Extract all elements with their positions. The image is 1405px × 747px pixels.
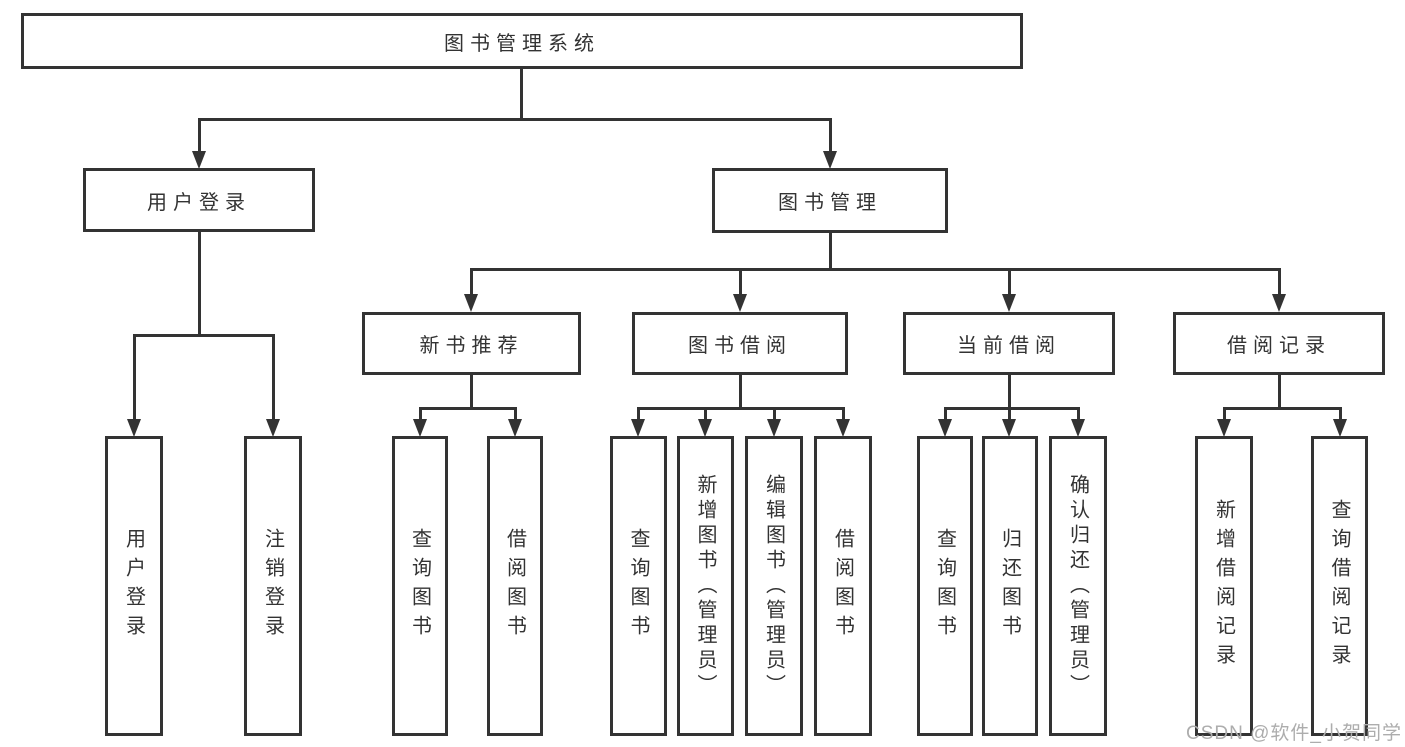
- arrow-down-icon: [508, 419, 522, 437]
- leaf-current-query-books: 查询图书: [917, 436, 973, 736]
- leaf-logout: 注销登录: [244, 436, 302, 736]
- node-book-borrow-label: 图书借阅: [688, 335, 792, 357]
- arrow-down-icon: [938, 419, 952, 437]
- arrow-down-icon: [698, 419, 712, 437]
- connector-book-mgmt-stem: [829, 233, 832, 271]
- connector-arm: [1223, 407, 1226, 421]
- leaf-logout-label: 注销登录: [261, 528, 284, 644]
- leaf-user-login-label: 用户登录: [122, 528, 145, 644]
- connector-currentborrow-stem: [1008, 375, 1011, 409]
- connector-records-stem: [1278, 375, 1281, 409]
- connector-arm: [842, 407, 845, 421]
- connector-level1-bar: [198, 118, 832, 121]
- connector-arm-borrow-records: [1278, 268, 1281, 296]
- node-library-system-label: 图书管理系统: [444, 32, 600, 55]
- arrow-down-icon: [631, 419, 645, 437]
- node-borrow-records: 借阅记录: [1173, 312, 1385, 375]
- arrow-down-icon: [192, 151, 206, 169]
- node-current-borrow-label: 当前借阅: [957, 335, 1061, 357]
- leaf-edit-books-admin-label: 编辑图书（管理员）: [762, 473, 785, 699]
- arrow-down-icon: [266, 419, 280, 437]
- leaf-borrow-query-books-label: 查询图书: [627, 528, 649, 644]
- leaf-query-borrow-record: 查询借阅记录: [1311, 436, 1368, 736]
- leaf-current-query-books-label: 查询图书: [933, 528, 956, 644]
- leaf-recommend-query-books: 查询图书: [392, 436, 448, 736]
- leaf-recommend-borrow-books: 借阅图书: [487, 436, 543, 736]
- leaf-borrow-books-label: 借阅图书: [831, 528, 854, 644]
- connector-arm-user-login: [198, 118, 201, 154]
- connector-user-login-stem: [198, 232, 201, 336]
- leaf-add-borrow-record-label: 新增借阅记录: [1212, 499, 1235, 673]
- leaf-borrow-books: 借阅图书: [814, 436, 872, 736]
- arrow-down-icon: [767, 419, 781, 437]
- leaf-edit-books-admin: 编辑图书（管理员）: [745, 436, 803, 736]
- leaf-return-books: 归还图书: [982, 436, 1038, 736]
- connector-arm: [1339, 407, 1342, 421]
- node-book-management: 图书管理: [712, 168, 948, 233]
- arrow-down-icon: [1272, 294, 1286, 312]
- leaf-confirm-return-admin-label: 确认归还（管理员）: [1066, 473, 1089, 699]
- leaf-user-login: 用户登录: [105, 436, 163, 736]
- connector-arm-new-book: [470, 268, 473, 296]
- node-book-borrow: 图书借阅: [632, 312, 848, 375]
- leaf-recommend-query-books-label: 查询图书: [408, 528, 431, 644]
- node-user-login-label: 用户登录: [147, 191, 251, 214]
- connector-currentborrow-bar: [944, 407, 1080, 410]
- connector-bookborrow-bar: [637, 407, 845, 410]
- connector-arm: [1008, 407, 1011, 421]
- node-library-system: 图书管理系统: [21, 13, 1023, 69]
- connector-arm-leaf-user-login: [133, 334, 136, 421]
- node-book-management-label: 图书管理: [778, 192, 882, 214]
- arrow-down-icon: [1333, 419, 1347, 437]
- arrow-down-icon: [413, 419, 427, 437]
- connector-level2-bar: [470, 268, 1281, 271]
- connector-arm: [419, 407, 422, 421]
- leaf-confirm-return-admin: 确认归还（管理员）: [1049, 436, 1107, 736]
- connector-newbook-bar: [419, 407, 517, 410]
- node-new-book-recommend: 新书推荐: [362, 312, 581, 375]
- arrow-down-icon: [733, 294, 747, 312]
- connector-arm-book-mgmt: [829, 118, 832, 154]
- leaf-recommend-borrow-books-label: 借阅图书: [503, 528, 526, 644]
- connector-arm-current-borrow: [1008, 268, 1011, 296]
- csdn-watermark: CSDN @软件_小贺同学: [1186, 723, 1402, 744]
- node-new-book-recommend-label: 新书推荐: [419, 335, 524, 357]
- arrow-down-icon: [836, 419, 850, 437]
- connector-arm: [704, 407, 707, 421]
- arrow-down-icon: [127, 419, 141, 437]
- arrow-down-icon: [1217, 419, 1231, 437]
- connector-arm: [944, 407, 947, 421]
- arrow-down-icon: [1002, 419, 1016, 437]
- leaf-add-books-admin-label: 新增图书（管理员）: [694, 473, 716, 699]
- connector-user-login-bar: [133, 334, 275, 337]
- arrow-down-icon: [1071, 419, 1085, 437]
- connector-arm: [1077, 407, 1080, 421]
- connector-bookborrow-stem: [739, 375, 742, 409]
- connector-arm: [637, 407, 640, 421]
- connector-arm: [773, 407, 776, 421]
- node-current-borrow: 当前借阅: [903, 312, 1115, 375]
- leaf-query-borrow-record-label: 查询借阅记录: [1328, 499, 1350, 673]
- leaf-add-books-admin: 新增图书（管理员）: [677, 436, 734, 736]
- node-borrow-records-label: 借阅记录: [1227, 335, 1331, 357]
- connector-arm-book-borrow: [739, 268, 742, 296]
- node-user-login: 用户登录: [83, 168, 315, 232]
- connector-root-stem: [520, 69, 523, 121]
- arrow-down-icon: [1002, 294, 1016, 312]
- connector-records-bar: [1223, 407, 1341, 410]
- arrow-down-icon: [464, 294, 478, 312]
- connector-arm-leaf-logout: [272, 334, 275, 421]
- connector-newbook-stem: [470, 375, 473, 409]
- leaf-add-borrow-record: 新增借阅记录: [1195, 436, 1253, 736]
- leaf-borrow-query-books: 查询图书: [610, 436, 667, 736]
- leaf-return-books-label: 归还图书: [998, 528, 1021, 644]
- arrow-down-icon: [823, 151, 837, 169]
- connector-arm: [514, 407, 517, 421]
